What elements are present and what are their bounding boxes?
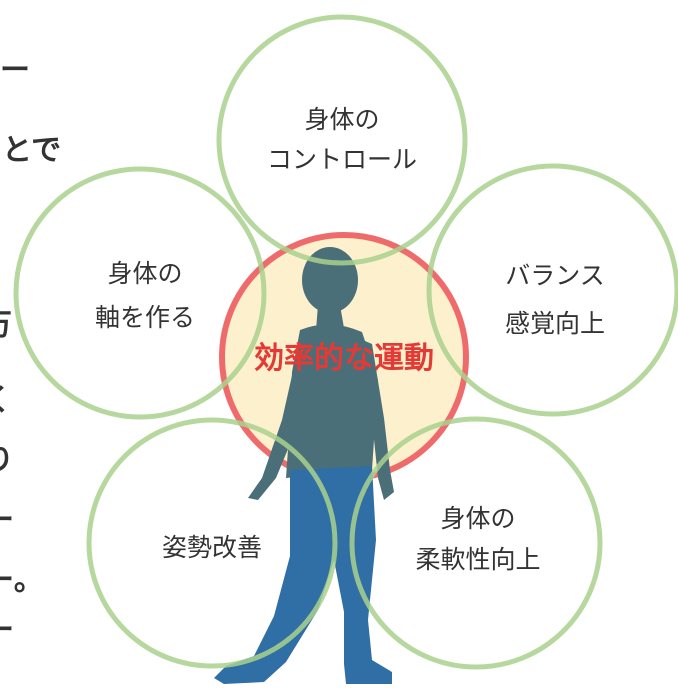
- circle-left-label-line2: 軸を作る: [95, 303, 195, 332]
- edge-fragment: とで: [2, 133, 61, 168]
- circle-right: [426, 163, 678, 417]
- circle-bottom-left: [86, 417, 338, 669]
- circle-bottom-right-label-line1: 身体の: [440, 504, 515, 533]
- circle-bottom-right: [349, 416, 603, 670]
- circle-bottom-right-label-line2: 柔軟性向上: [415, 545, 540, 574]
- circle-bottom-left-label: 姿勢改善: [162, 533, 262, 562]
- circle-right-label-line2: 感覚向上: [505, 309, 605, 338]
- edge-fragment: ー: [0, 613, 14, 648]
- circle-top-label-line2: コントロール: [267, 145, 417, 174]
- cropped-text-fragments: ー とで 万 く り ー ー。 ー: [0, 53, 61, 648]
- edge-fragment: ー: [0, 53, 30, 88]
- circle-right-label-line1: バランス: [505, 261, 605, 290]
- walking-person-icon: [214, 247, 394, 684]
- circle-top-label-line1: 身体の: [304, 105, 379, 134]
- circle-left-label-line1: 身体の: [107, 259, 182, 288]
- edge-fragment: く: [0, 383, 12, 418]
- edge-fragment: 万: [0, 308, 12, 343]
- edge-fragment: ー。: [0, 563, 44, 598]
- edge-fragment: り: [0, 443, 14, 478]
- circle-top: [216, 14, 468, 266]
- circle-left: [13, 166, 267, 420]
- edge-fragment: ー: [0, 503, 14, 538]
- center-label: 効率的な運動: [254, 341, 434, 376]
